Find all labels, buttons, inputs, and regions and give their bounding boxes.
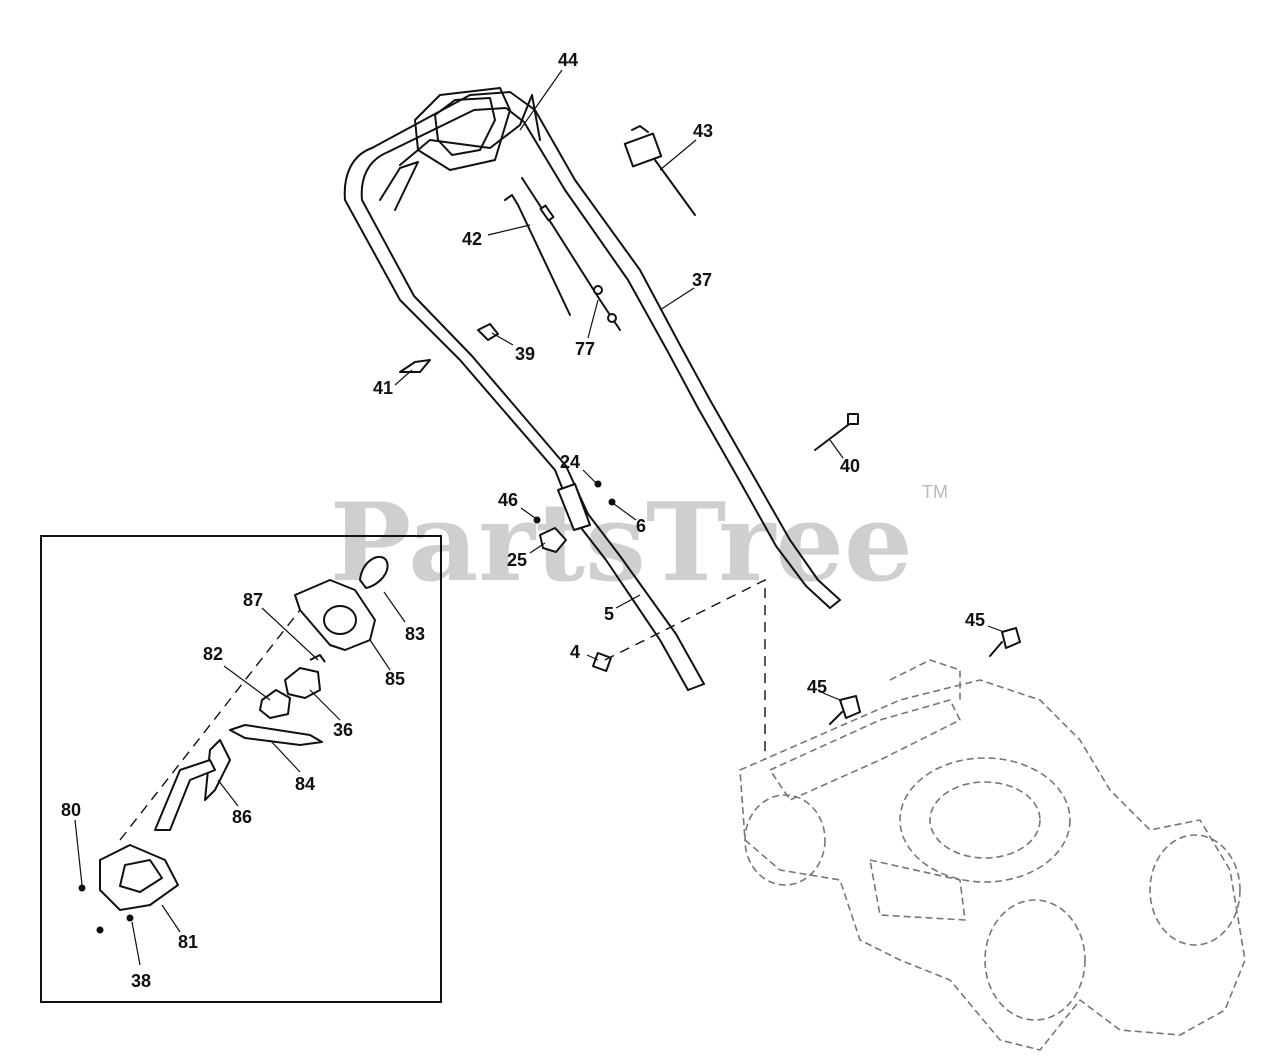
callout-41: 41 — [373, 378, 393, 398]
watermark: PartsTree — [330, 480, 913, 606]
screw-81 — [96, 926, 104, 934]
callout-39: 39 — [515, 344, 535, 364]
nut-4 — [592, 652, 612, 672]
callout-44: 44 — [558, 50, 578, 70]
callout-37: 37 — [692, 270, 712, 290]
callout-83: 83 — [405, 624, 425, 644]
callout-45-left: 45 — [807, 677, 827, 697]
bushing-82 — [259, 689, 291, 719]
callout-5: 5 — [604, 604, 614, 624]
knob-45-left — [829, 695, 861, 725]
nut-46 — [533, 516, 541, 524]
callout-45-right: 45 — [965, 610, 985, 630]
plate-36 — [284, 667, 321, 699]
knob-45-right — [989, 627, 1021, 657]
housing-81 — [99, 844, 179, 911]
bolt-40 — [814, 413, 859, 451]
callout-43: 43 — [693, 121, 713, 141]
leader-lines — [74, 69, 1005, 966]
callout-4: 4 — [570, 642, 580, 662]
cable-77 — [521, 177, 621, 331]
callout-38: 38 — [131, 971, 151, 991]
knob-39 — [477, 323, 499, 341]
alignment-line — [604, 578, 766, 760]
mower-deck — [739, 659, 1246, 1051]
screw-80 — [78, 884, 86, 892]
spring-87 — [309, 654, 326, 663]
grip-83 — [359, 555, 389, 589]
callout-24: 24 — [560, 452, 580, 472]
callout-77: 77 — [575, 339, 595, 359]
inset-parts — [78, 555, 389, 934]
watermark-trademark: TM — [922, 482, 948, 502]
callout-81: 81 — [178, 932, 198, 952]
callout-80: 80 — [61, 800, 81, 820]
callout-25: 25 — [507, 550, 527, 570]
bail-handle-44 — [379, 87, 541, 211]
switch-43 — [623, 125, 696, 216]
callout-6: 6 — [636, 516, 646, 536]
screw-6 — [608, 498, 616, 506]
spring-86 — [204, 739, 231, 801]
screw-24 — [594, 480, 602, 488]
control-rod-42 — [504, 194, 571, 316]
screw-38 — [126, 914, 134, 922]
callout-40: 40 — [840, 456, 860, 476]
bracket-24 — [557, 483, 591, 531]
callout-42: 42 — [462, 229, 482, 249]
callout-36: 36 — [333, 720, 353, 740]
inset-box — [40, 535, 442, 1003]
callout-46: 46 — [498, 490, 518, 510]
callout-84: 84 — [295, 774, 315, 794]
arm-86 — [154, 759, 216, 831]
callout-86: 86 — [232, 807, 252, 827]
callout-87: 87 — [243, 590, 263, 610]
callout-85: 85 — [385, 669, 405, 689]
knob-25 — [539, 527, 567, 553]
callout-82: 82 — [203, 644, 223, 664]
pin-41 — [399, 359, 431, 373]
lever-84 — [229, 724, 323, 746]
